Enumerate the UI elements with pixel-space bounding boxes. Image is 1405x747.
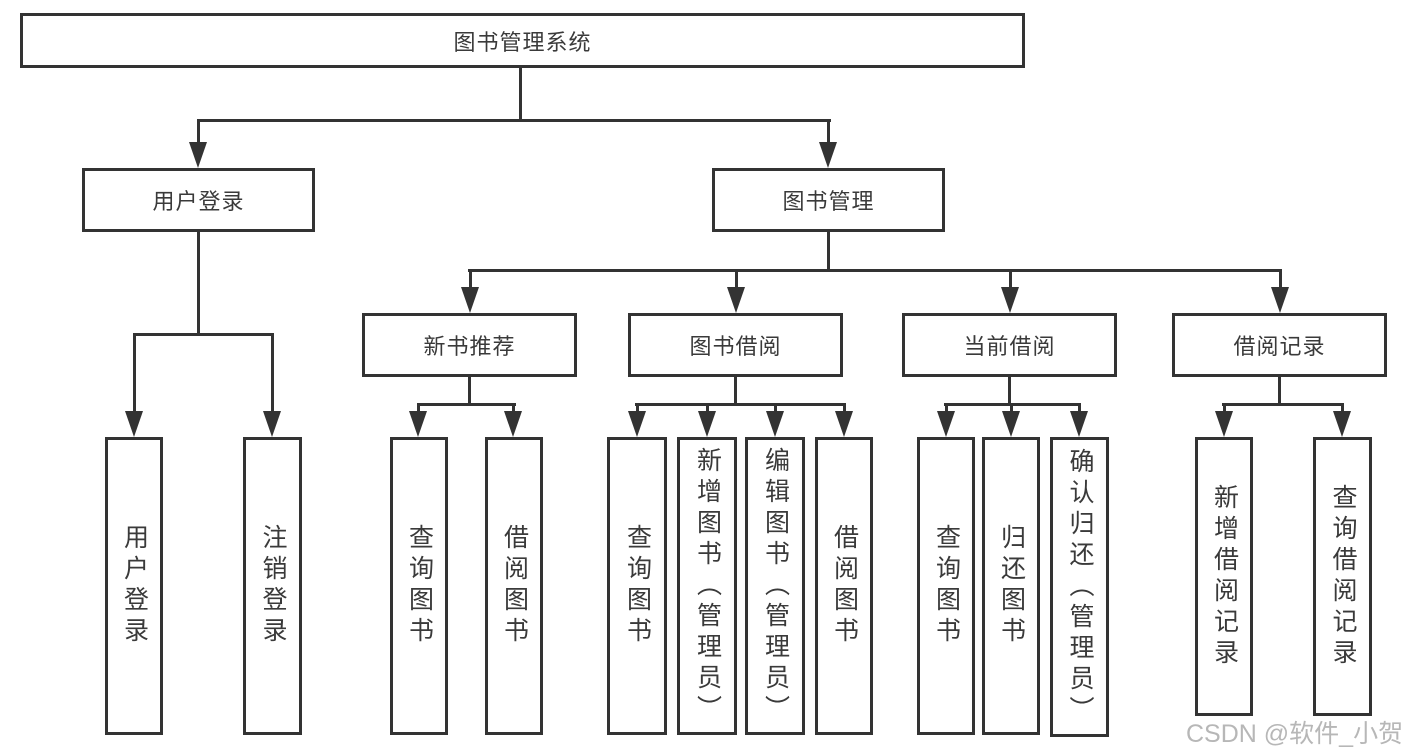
- node-current-borrow-label: 当前借阅: [963, 334, 1056, 359]
- arrowhead-icon: [819, 142, 837, 168]
- node-root-label: 图书管理系统: [453, 29, 592, 55]
- leaf-query-borrow-record: 查询借阅记录: [1313, 437, 1372, 716]
- node-new-book-recommend: 新书推荐: [362, 313, 577, 377]
- connector-vline: [468, 377, 471, 406]
- connector-vline: [735, 269, 738, 287]
- leaf-logout-label: 注销登录: [259, 524, 287, 648]
- node-current-borrow: 当前借阅: [902, 313, 1117, 377]
- connector-vline: [512, 403, 515, 413]
- connector-vline: [519, 68, 522, 121]
- arrowhead-icon: [125, 411, 143, 437]
- connector-vline: [271, 333, 274, 411]
- arrowhead-icon: [1001, 287, 1019, 313]
- connector-vline: [1279, 269, 1282, 287]
- leaf-user-login-label: 用户登录: [120, 524, 149, 648]
- connector-vline: [417, 403, 420, 413]
- arrowhead-icon: [504, 411, 522, 437]
- leaf-confirm-return-admin-label: 确认归还（管理员）: [1066, 447, 1094, 727]
- arrowhead-icon: [937, 411, 955, 437]
- arrowhead-icon: [1271, 287, 1289, 313]
- leaf-query-books-recommend-label: 查询图书: [405, 524, 434, 648]
- connector-hline: [468, 269, 1281, 272]
- connector-vline: [1278, 377, 1281, 406]
- arrowhead-icon: [263, 411, 281, 437]
- connector-vline: [945, 403, 948, 413]
- connector-vline: [827, 119, 830, 143]
- arrowhead-icon: [835, 411, 853, 437]
- leaf-borrow-books: 借阅图书: [815, 437, 873, 735]
- connector-vline: [1341, 403, 1344, 413]
- connector-vline: [734, 377, 737, 406]
- leaf-query-books-borrow-label: 查询图书: [623, 524, 652, 648]
- csdn-watermark: CSDN @软件_小贺同学: [1186, 720, 1405, 747]
- connector-hline: [133, 333, 274, 336]
- arrowhead-icon: [727, 287, 745, 313]
- leaf-query-borrow-record-label: 查询借阅记录: [1329, 483, 1357, 670]
- connector-vline: [1009, 269, 1012, 287]
- node-borrow-records-label: 借阅记录: [1233, 334, 1326, 359]
- leaf-confirm-return-admin: 确认归还（管理员）: [1050, 437, 1109, 737]
- leaf-edit-book-admin-label: 编辑图书（管理员）: [761, 446, 790, 726]
- connector-vline: [1008, 377, 1011, 406]
- arrowhead-icon: [461, 287, 479, 313]
- connector-vline: [774, 403, 777, 413]
- connector-vline: [197, 232, 200, 336]
- leaf-add-borrow-record-label: 新增借阅记录: [1210, 483, 1239, 670]
- connector-vline: [843, 403, 846, 413]
- leaf-add-borrow-record: 新增借阅记录: [1195, 437, 1253, 716]
- leaf-query-books-current-label: 查询图书: [932, 524, 961, 648]
- arrowhead-icon: [409, 411, 427, 437]
- connector-hline: [417, 403, 516, 406]
- connector-vline: [827, 232, 830, 272]
- connector-vline: [1010, 403, 1013, 413]
- connector-vline: [469, 269, 472, 287]
- leaf-return-book: 归还图书: [982, 437, 1040, 735]
- arrowhead-icon: [189, 142, 207, 168]
- arrowhead-icon: [698, 411, 716, 437]
- leaf-borrow-books-label: 借阅图书: [830, 524, 859, 648]
- connector-hline: [635, 403, 846, 406]
- connector-vline: [1223, 403, 1226, 413]
- leaf-query-books-borrow: 查询图书: [607, 437, 667, 735]
- leaf-logout: 注销登录: [243, 437, 302, 735]
- leaf-user-login: 用户登录: [105, 437, 163, 735]
- node-book-borrow-label: 图书借阅: [689, 334, 782, 359]
- node-root: 图书管理系统: [20, 13, 1025, 68]
- connector-vline: [133, 333, 136, 411]
- arrowhead-icon: [1333, 411, 1351, 437]
- arrowhead-icon: [628, 411, 646, 437]
- leaf-borrow-books-recommend: 借阅图书: [485, 437, 543, 735]
- arrowhead-icon: [766, 411, 784, 437]
- arrowhead-icon: [1002, 411, 1020, 437]
- connector-vline: [706, 403, 709, 413]
- node-book-management-label: 图书管理: [782, 189, 875, 214]
- node-borrow-records: 借阅记录: [1172, 313, 1387, 377]
- connector-vline: [197, 119, 200, 143]
- leaf-add-book-admin: 新增图书（管理员）: [677, 437, 737, 735]
- node-book-management: 图书管理: [712, 168, 945, 232]
- node-user-login-label: 用户登录: [152, 189, 245, 214]
- arrowhead-icon: [1070, 411, 1088, 437]
- node-new-book-recommend-label: 新书推荐: [423, 334, 516, 359]
- leaf-edit-book-admin: 编辑图书（管理员）: [745, 437, 805, 735]
- leaf-borrow-books-recommend-label: 借阅图书: [500, 524, 529, 648]
- leaf-query-books-current: 查询图书: [917, 437, 975, 735]
- connector-hline: [197, 119, 831, 122]
- connector-hline: [1222, 403, 1344, 406]
- connector-vline: [1078, 403, 1081, 413]
- node-book-borrow: 图书借阅: [628, 313, 843, 377]
- leaf-query-books-recommend: 查询图书: [390, 437, 448, 735]
- node-user-login: 用户登录: [82, 168, 315, 232]
- leaf-add-book-admin-label: 新增图书（管理员）: [693, 446, 722, 726]
- arrowhead-icon: [1215, 411, 1233, 437]
- connector-vline: [636, 403, 639, 413]
- leaf-return-book-label: 归还图书: [997, 524, 1026, 648]
